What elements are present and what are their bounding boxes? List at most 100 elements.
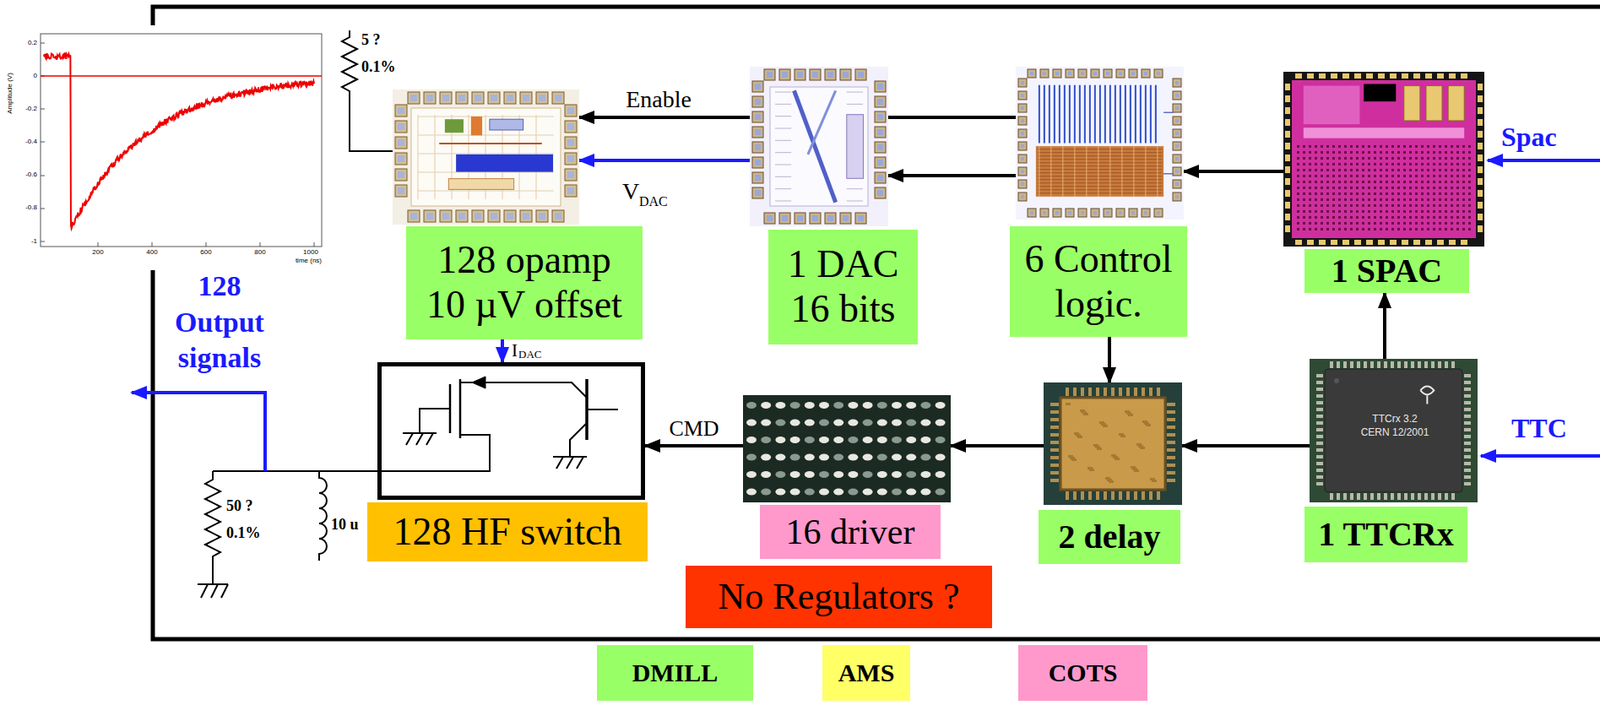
figure-rect bbox=[1477, 83, 1483, 91]
figure-rect bbox=[752, 126, 764, 138]
figure-rect bbox=[1456, 151, 1459, 154]
figure-rect bbox=[1285, 154, 1291, 162]
figure-rect bbox=[749, 66, 889, 227]
figure-rect bbox=[520, 92, 532, 104]
figure-rect bbox=[379, 364, 644, 499]
figure-rect bbox=[1421, 222, 1424, 225]
figure-rect bbox=[1409, 180, 1412, 184]
figure-rect bbox=[40, 33, 322, 247]
figure-rect bbox=[1397, 186, 1400, 190]
figure-rect bbox=[1350, 227, 1353, 231]
figure-rect bbox=[1409, 192, 1412, 196]
figure-rect bbox=[1438, 192, 1442, 196]
figure-path bbox=[1099, 85, 1102, 144]
figure-rect bbox=[1468, 168, 1471, 172]
figure-path bbox=[1037, 151, 1162, 153]
figure-rect bbox=[1326, 162, 1329, 166]
figure-rect bbox=[1355, 162, 1359, 166]
signal-arrow bbox=[1383, 292, 1387, 359]
figure-rect bbox=[1397, 168, 1400, 172]
figure-rect bbox=[1314, 151, 1318, 154]
figure-rect bbox=[1285, 130, 1291, 138]
figure-rect bbox=[1456, 145, 1459, 148]
figure-rect bbox=[1413, 73, 1421, 79]
figure-rect bbox=[1149, 477, 1156, 481]
figure-rect bbox=[1356, 493, 1361, 500]
figure-path bbox=[1097, 146, 1099, 197]
figure-rect bbox=[1118, 491, 1123, 500]
figure-rect bbox=[1308, 204, 1312, 207]
figure-path bbox=[846, 92, 863, 93]
figure-rect bbox=[1477, 130, 1483, 138]
node-text: 6 Control logic. bbox=[1016, 237, 1180, 327]
figure-rect bbox=[1308, 157, 1312, 160]
figure-rect bbox=[1052, 208, 1062, 217]
figure-rect bbox=[1477, 213, 1483, 221]
figure-rect bbox=[1385, 168, 1389, 172]
figure-rect bbox=[1103, 387, 1107, 396]
figure-rect bbox=[1409, 216, 1412, 219]
legend-text: DMILL bbox=[632, 658, 719, 689]
figure-rect bbox=[1464, 374, 1471, 378]
figure-ellipse bbox=[818, 401, 830, 409]
figure-rect bbox=[770, 86, 868, 207]
figure-rect bbox=[1308, 210, 1312, 213]
figure-rect bbox=[397, 155, 405, 163]
figure-rect bbox=[1409, 222, 1412, 225]
figure-rect bbox=[877, 129, 884, 136]
figure-ellipse bbox=[790, 454, 801, 462]
figure-rect bbox=[1403, 222, 1406, 225]
figure-rect bbox=[1308, 198, 1312, 201]
figure-rect bbox=[395, 104, 407, 117]
figure-path bbox=[1121, 146, 1123, 197]
figure-rect bbox=[1166, 448, 1176, 452]
figure-rect bbox=[1320, 222, 1324, 225]
figure-rect bbox=[1303, 86, 1361, 125]
figure-ellipse bbox=[920, 419, 931, 427]
figure-rect bbox=[1462, 210, 1465, 213]
figure-rect bbox=[1314, 145, 1318, 148]
figure-rect bbox=[1403, 151, 1406, 154]
figure-rect bbox=[1018, 129, 1027, 138]
figure-rect bbox=[1285, 225, 1291, 233]
figure-rect bbox=[407, 92, 420, 104]
figure-rect bbox=[812, 71, 819, 78]
figure-rect bbox=[797, 71, 803, 78]
figure-rect bbox=[1172, 192, 1182, 201]
figure-rect bbox=[1088, 387, 1092, 396]
figure-rect bbox=[1350, 210, 1353, 213]
figure-ellipse bbox=[862, 401, 874, 409]
figure-rect bbox=[809, 212, 821, 224]
figure-ellipse bbox=[905, 436, 917, 444]
figure-ellipse bbox=[847, 436, 858, 444]
figure-rect bbox=[1344, 157, 1347, 160]
figure-rect bbox=[781, 215, 788, 222]
figure-rect bbox=[1391, 198, 1394, 201]
figure-rect bbox=[1464, 414, 1471, 418]
figure-rect bbox=[1448, 239, 1456, 245]
node-text: 1 DAC 16 bits bbox=[775, 242, 912, 332]
figure-rect bbox=[1451, 361, 1455, 369]
figure-rect bbox=[1432, 174, 1436, 178]
figure-rect bbox=[1149, 491, 1153, 500]
figure-rect bbox=[1361, 162, 1365, 166]
figure-ellipse bbox=[920, 401, 931, 409]
figure-rect bbox=[1302, 145, 1306, 148]
figure-ellipse bbox=[790, 419, 801, 427]
figure-rect bbox=[1462, 198, 1465, 201]
axis-tick-label: 800 bbox=[254, 249, 266, 257]
figure-rect bbox=[1326, 145, 1329, 148]
figure-rect bbox=[752, 141, 764, 153]
figure-rect bbox=[1326, 174, 1329, 178]
input-arrow bbox=[1480, 454, 1600, 458]
figure-rect bbox=[1409, 186, 1412, 190]
figure-rect bbox=[1373, 204, 1377, 207]
figure-path bbox=[1133, 146, 1134, 197]
figure-ellipse bbox=[804, 454, 815, 462]
figure-path bbox=[775, 164, 792, 166]
figure-rect bbox=[1330, 73, 1338, 79]
figure-rect bbox=[1468, 180, 1471, 184]
figure-rect bbox=[1438, 157, 1442, 160]
figure-line bbox=[40, 75, 322, 77]
figure-rect bbox=[1390, 493, 1394, 500]
